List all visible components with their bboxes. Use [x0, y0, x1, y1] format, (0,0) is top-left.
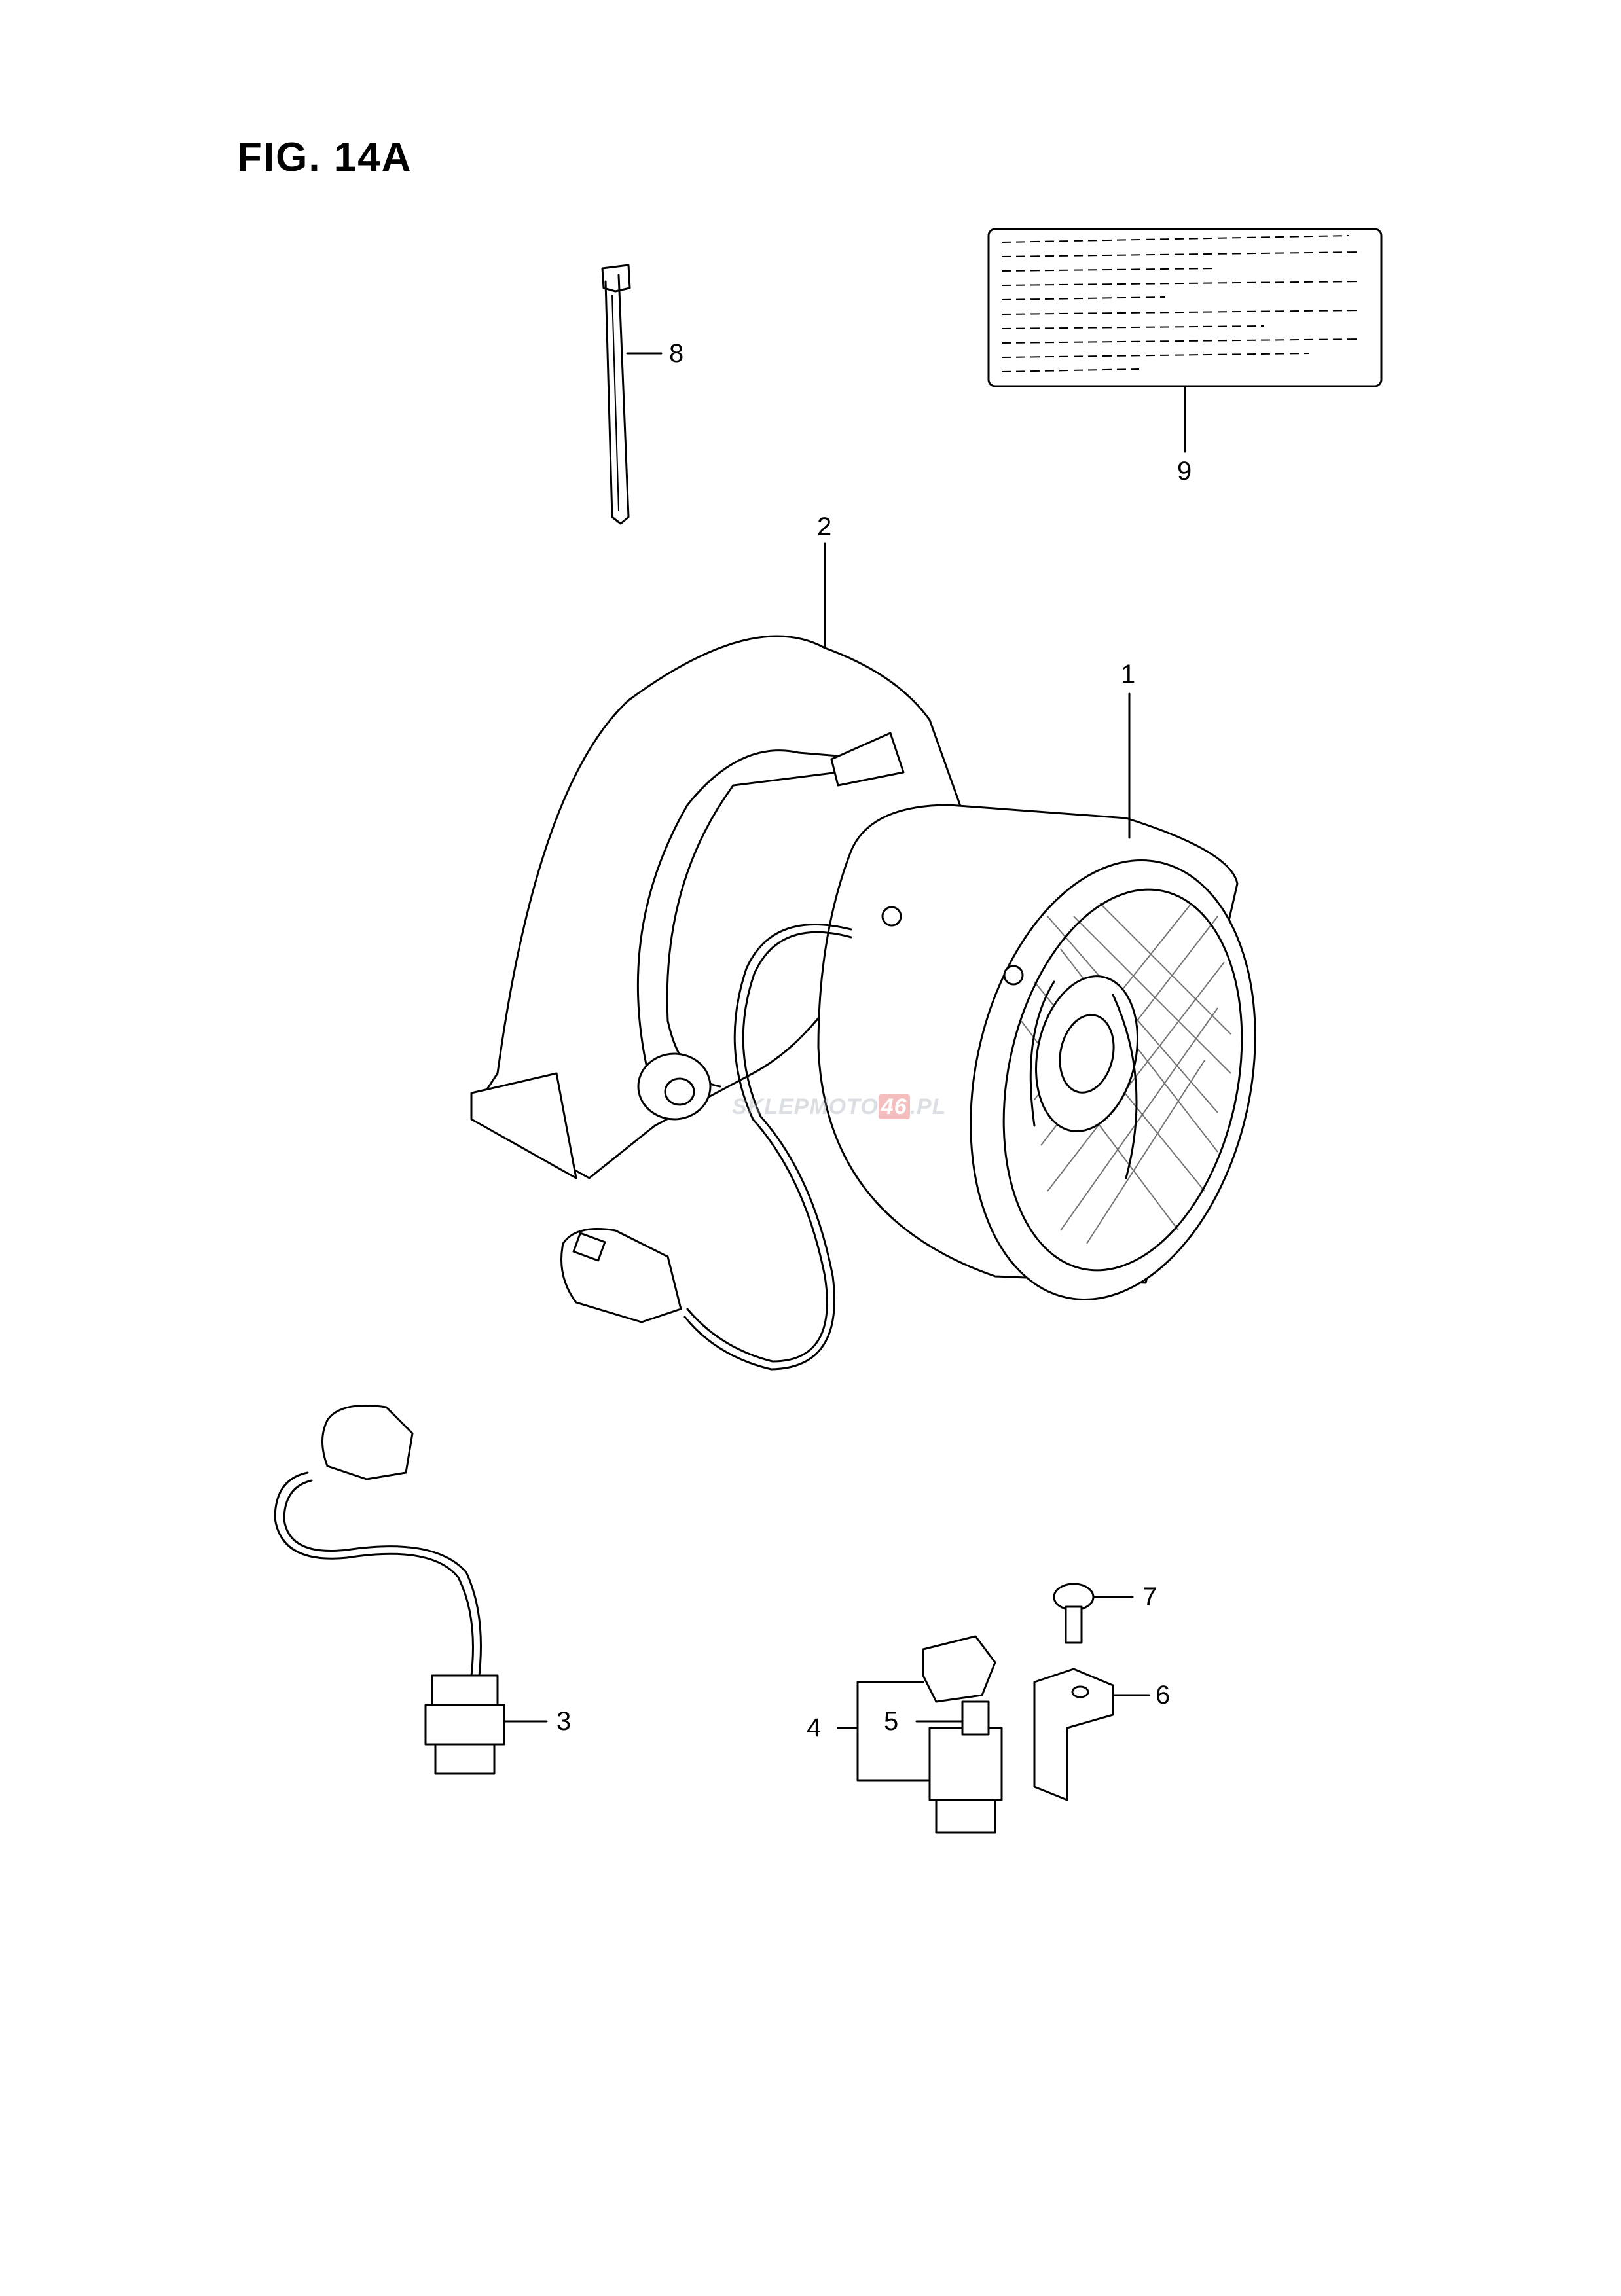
watermark-brand-left: SKLEP: [732, 1094, 810, 1119]
part-2-fan-shroud: [470, 542, 964, 1179]
callout-1: 1: [1121, 660, 1136, 689]
callout-2: 2: [817, 512, 832, 541]
watermark-brand-num: 46: [878, 1094, 910, 1119]
part-6-bracket: [1033, 1668, 1150, 1801]
watermark-brand-mid: MOTO: [809, 1094, 879, 1119]
callout-6: 6: [1156, 1681, 1171, 1710]
callout-8: 8: [669, 339, 684, 368]
part-9-label: [987, 228, 1383, 453]
part-3-thermo-switch: [274, 1405, 548, 1775]
part-7-bolt: [1053, 1583, 1134, 1644]
callout-5: 5: [884, 1707, 899, 1736]
callout-7: 7: [1142, 1583, 1157, 1611]
part-1-fan-motor: [560, 692, 1256, 1371]
watermark-brand-right: .PL: [909, 1094, 947, 1119]
callout-9: 9: [1177, 457, 1192, 486]
figure-title: FIG. 14A: [237, 135, 412, 180]
callout-4: 4: [807, 1713, 822, 1742]
part-4-relay: [837, 1635, 1003, 1834]
part-8-cable-tie: [601, 264, 663, 525]
callout-3: 3: [556, 1707, 572, 1736]
